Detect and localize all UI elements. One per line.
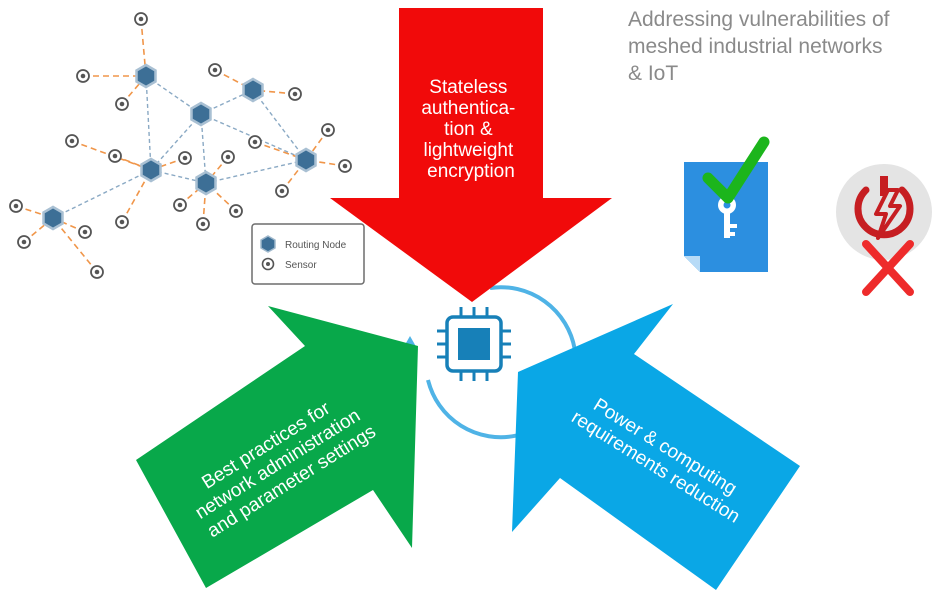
- router-link: [52, 169, 152, 219]
- router-link: [150, 113, 202, 171]
- sensor-icon: [90, 265, 104, 279]
- sensor-icon: [65, 134, 79, 148]
- sensor-icon: [178, 151, 192, 165]
- network-legend: Routing Node Sensor: [251, 223, 365, 285]
- document-key-check-icon: [684, 136, 770, 272]
- routing-node-icon: [140, 157, 162, 183]
- sensor-icon: [9, 199, 23, 213]
- sensor-icon: [134, 12, 148, 26]
- sensor-link: [52, 217, 98, 273]
- arrow-left-best-practices: Best practices for network administratio…: [136, 306, 418, 588]
- sensor-icon: [208, 63, 222, 77]
- sensor-icon: [108, 149, 122, 163]
- sensor-icon: [115, 97, 129, 111]
- sensor-icon: [17, 235, 31, 249]
- title-line-3: & IoT: [628, 62, 679, 85]
- legend-sensor-label: Sensor: [285, 260, 317, 271]
- router-link: [252, 89, 307, 161]
- legend-sensor-icon: [261, 257, 275, 271]
- sensor-icon: [221, 150, 235, 164]
- sensor-icon: [115, 215, 129, 229]
- title-line-1: Addressing vulnerabilities of: [628, 8, 890, 31]
- routing-node-icon: [195, 170, 217, 196]
- title-line-2: meshed industrial networks: [628, 35, 883, 58]
- cpu-chip-icon: [437, 307, 511, 381]
- diagram-title: Addressing vulnerabilities of meshed ind…: [628, 6, 938, 87]
- sensor-icon: [78, 225, 92, 239]
- legend-routing-node-icon: [260, 235, 276, 253]
- sensor-icon: [338, 159, 352, 173]
- arrow-top-label: Stateless authentica- tion & lightweight…: [421, 77, 520, 182]
- sensor-icon: [173, 198, 187, 212]
- sensor-icon: [76, 69, 90, 83]
- router-link: [205, 159, 307, 184]
- arrow-top-encryption: Stateless authentica- tion & lightweight…: [330, 8, 612, 302]
- sensor-icon: [248, 135, 262, 149]
- routing-node-icon: [242, 77, 264, 103]
- routing-node-icon: [135, 63, 157, 89]
- sensor-icon: [321, 123, 335, 137]
- sensor-icon: [196, 217, 210, 231]
- sensor-icon: [229, 204, 243, 218]
- routing-node-icon: [295, 147, 317, 173]
- legend-routing-node-label: Routing Node: [285, 240, 347, 251]
- router-link: [145, 75, 152, 171]
- routing-node-icon: [42, 205, 64, 231]
- sensor-icon: [275, 184, 289, 198]
- arrow-right-power: Power & computing requirements reduction: [512, 304, 800, 590]
- routing-node-icon: [190, 101, 212, 127]
- network-mesh-diagram: [9, 12, 352, 279]
- power-attack-blocked-icon: [836, 164, 932, 296]
- sensor-icon: [288, 87, 302, 101]
